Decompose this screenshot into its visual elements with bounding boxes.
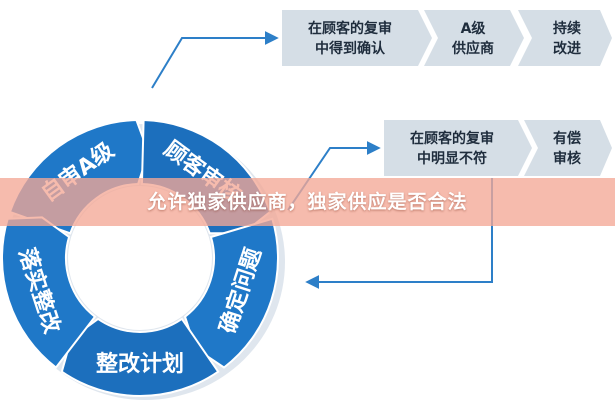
title-banner xyxy=(0,178,615,226)
box-mid-2 xyxy=(524,120,612,176)
seg-design-plan xyxy=(60,317,220,397)
box-top-3 xyxy=(518,10,612,66)
box-top-2-line2: 供应商 xyxy=(451,40,494,57)
seg-confirm-issue xyxy=(183,217,279,369)
box-mid-1-line1: 在顾客的复审 xyxy=(410,130,494,147)
box-mid-1-line2: 中明显不符 xyxy=(417,150,487,167)
box-top-1-line1: 在顾客的复审 xyxy=(308,20,392,37)
seg-design-plan-label: 整改计划 xyxy=(96,351,184,377)
box-top-3-line2: 改进 xyxy=(553,40,581,57)
box-top-1 xyxy=(282,10,432,66)
box-mid-2-line2: 审核 xyxy=(553,150,581,167)
page-title: 允许独家供应商，独家供应是否合法 xyxy=(147,191,468,213)
middle-process-row: 在顾客的复审 中明显不符 有偿 审核 xyxy=(384,120,612,176)
box-top-2-line1: A级 xyxy=(461,20,487,37)
arrow-to-confirmed xyxy=(151,31,279,89)
box-mid-1 xyxy=(384,120,532,176)
box-mid-2-line1: 有偿 xyxy=(553,130,581,147)
top-process-row: 在顾客的复审 中得到确认 A级 供应商 持续 改进 xyxy=(282,10,612,66)
box-top-3-line1: 持续 xyxy=(553,20,581,37)
box-top-2 xyxy=(424,10,524,66)
box-top-1-line2: 中得到确认 xyxy=(315,40,386,57)
